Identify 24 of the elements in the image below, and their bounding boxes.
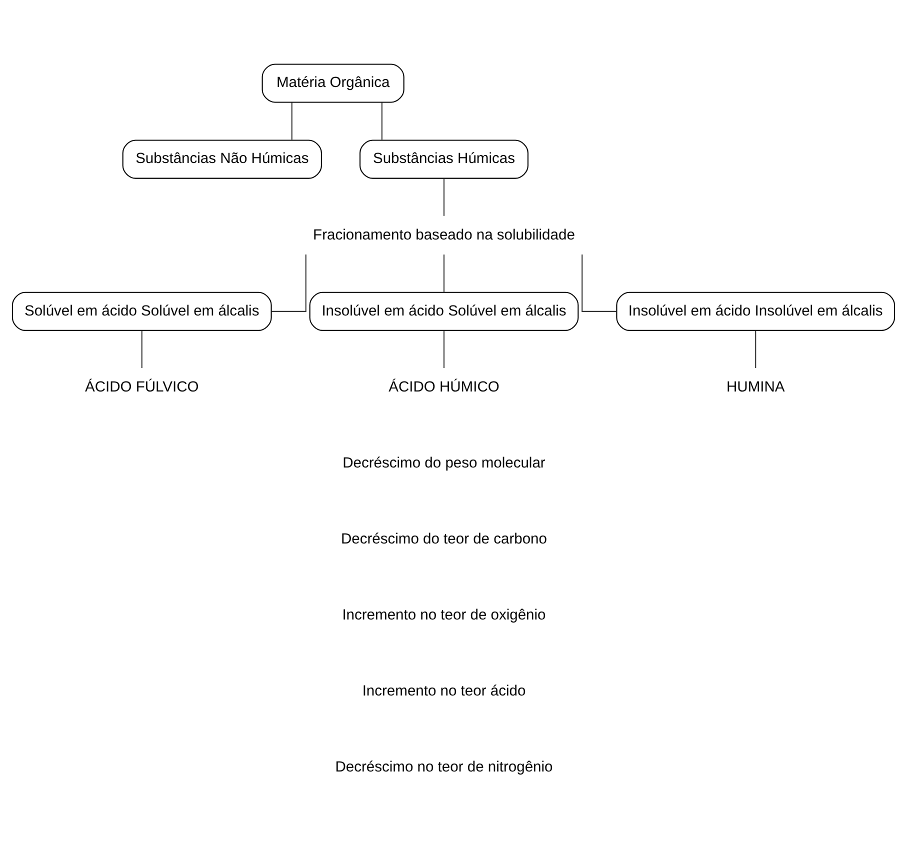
connector [381,102,382,140]
node-box: Insolúvel em ácido Solúvel em álcalis [309,292,579,331]
connector [141,330,142,368]
connector [272,254,306,312]
connector [582,254,616,312]
label: Incremento no teor ácido [362,684,526,700]
node-text: HUMINA [726,379,785,396]
connector [755,330,756,368]
connector [291,102,292,140]
node-box: Substâncias Não Húmicas [122,140,322,179]
node-box: Solúvel em ácido Solúvel em álcalis [12,292,272,331]
label: Decréscimo do peso molecular [342,455,546,472]
node-box: Substâncias Húmicas [359,140,528,179]
node-box: Matéria Orgânica [262,64,404,103]
label: Decréscimo no teor de nitrogênio [335,760,553,776]
node-text: Fracionamento baseado na solubilidade [313,227,575,244]
connector [443,254,445,292]
connector [443,178,445,216]
node-text: ÁCIDO HÚMICO [388,379,500,396]
label: Decréscimo do teor de carbono [340,531,547,548]
node-box: Insolúvel em ácido Insolúvel em álcalis [616,292,896,331]
label: Incremento no teor de oxigênio [342,608,546,624]
node-text: ÁCIDO FÚLVICO [84,379,199,396]
connector [443,330,445,368]
